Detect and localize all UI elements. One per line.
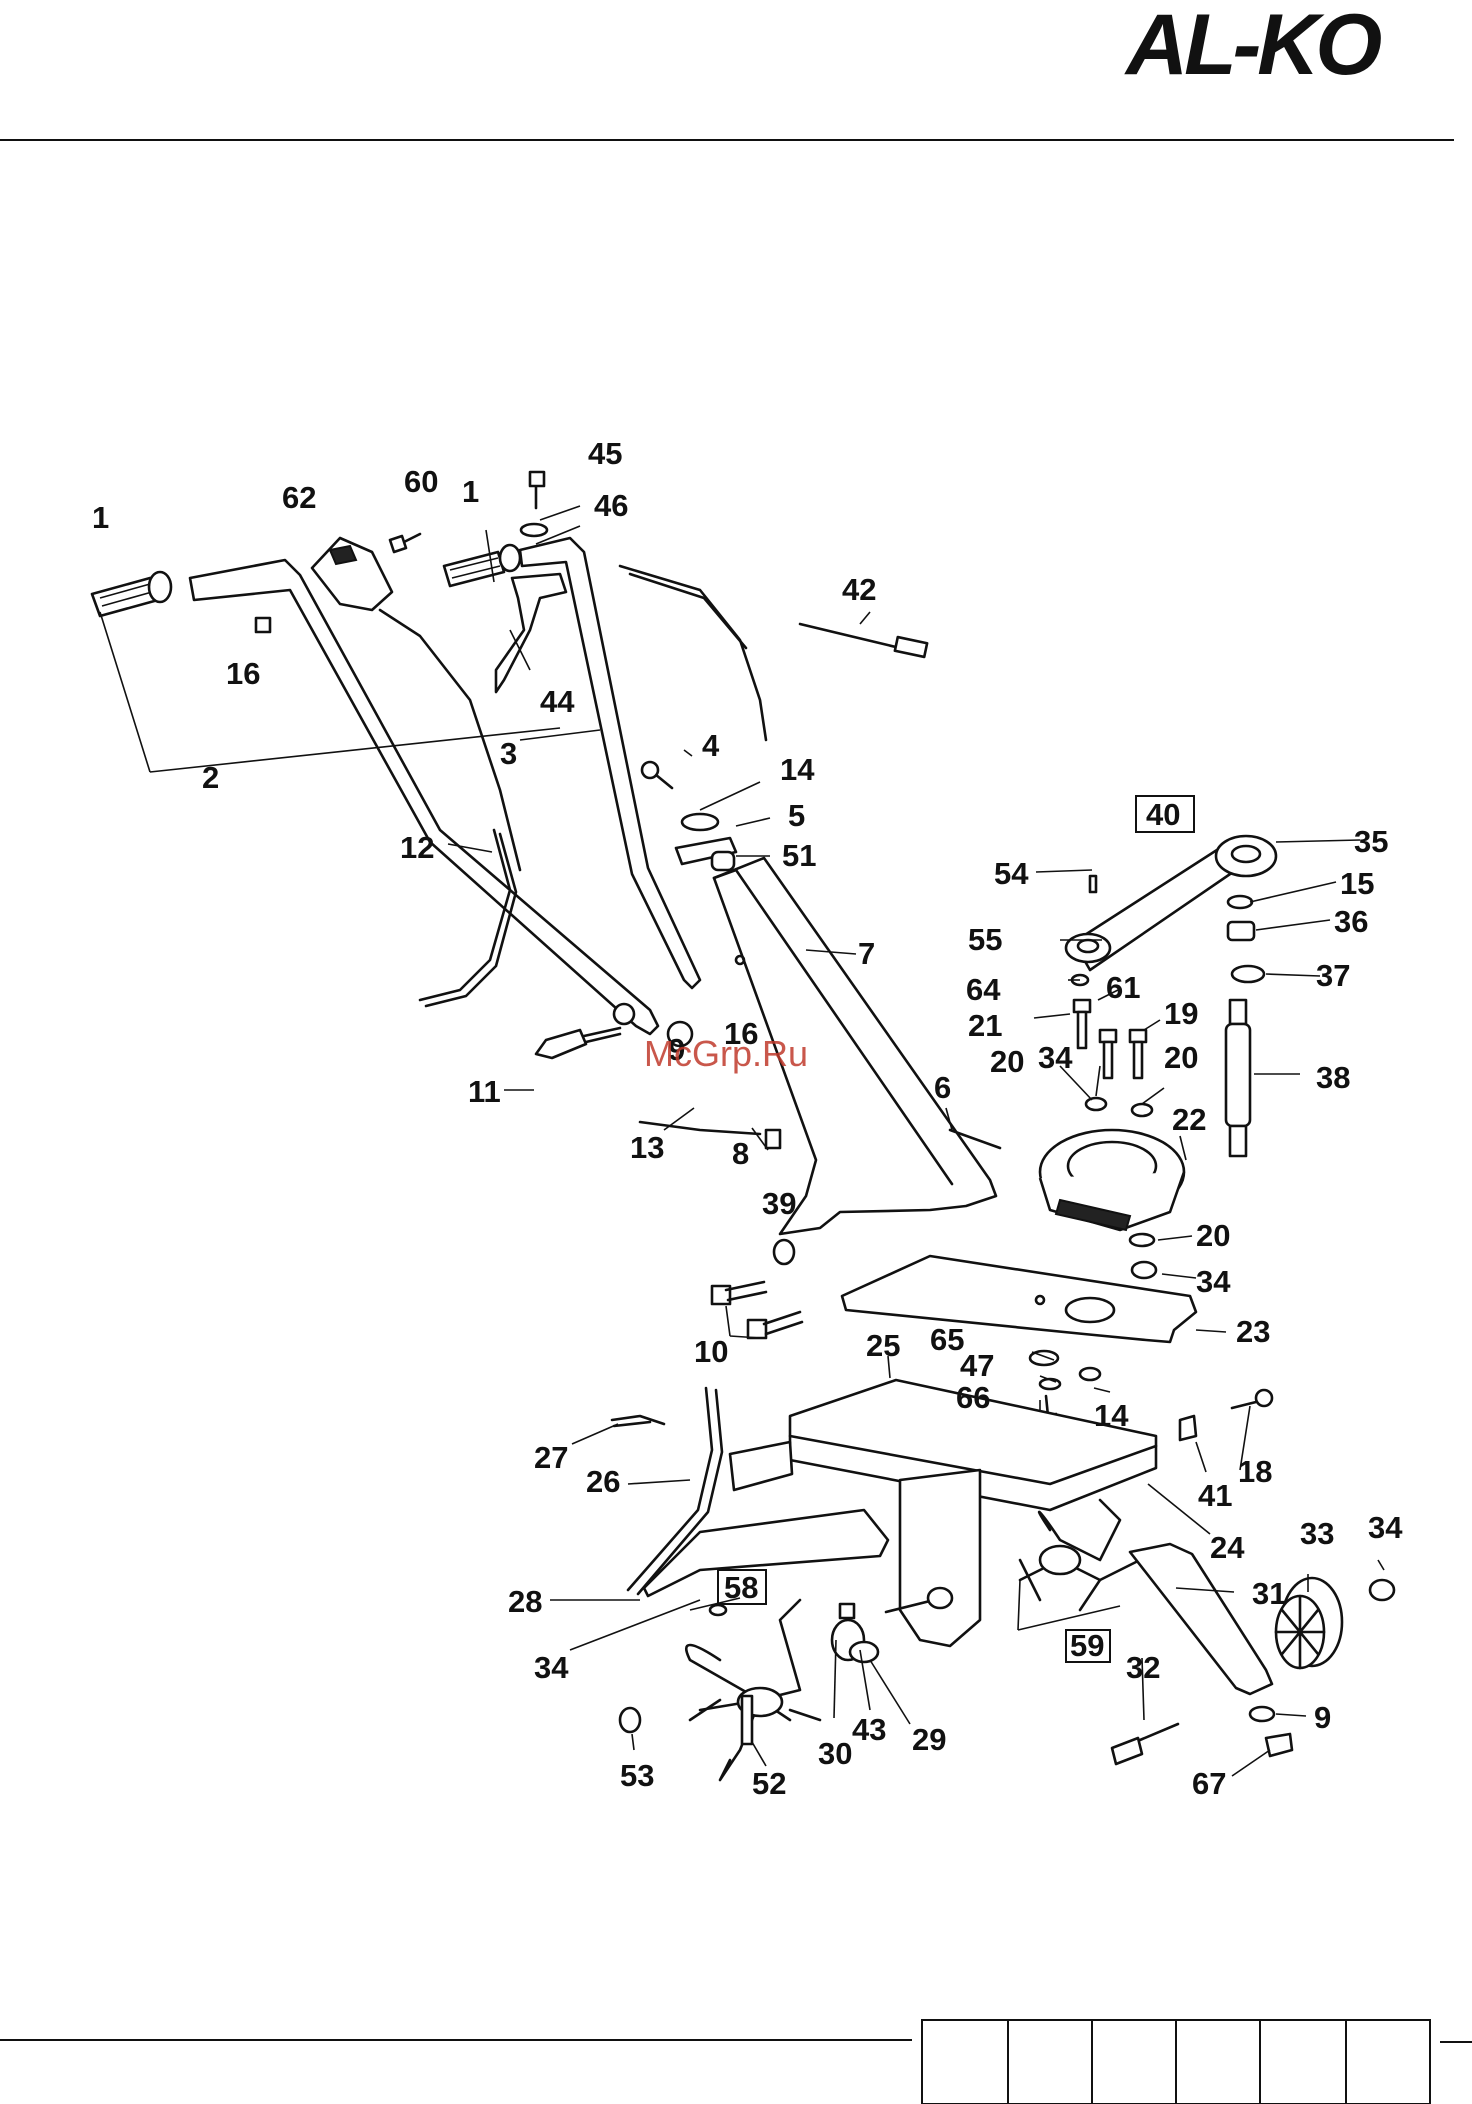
callout: 37	[1316, 958, 1350, 993]
callout: 26	[586, 1464, 620, 1499]
callout: 15	[1340, 866, 1374, 901]
callout: 52	[752, 1766, 786, 1801]
callout: 64	[966, 972, 1001, 1007]
callout: 43	[852, 1712, 886, 1747]
pulley-hardware	[1090, 876, 1264, 982]
callout: 20	[990, 1044, 1024, 1079]
callout: 45	[588, 436, 622, 471]
callout: 35	[1354, 824, 1388, 859]
lower-pulley	[1066, 934, 1110, 962]
callout: 34	[1196, 1264, 1231, 1299]
callout: 25	[866, 1328, 900, 1363]
callout: 62	[282, 480, 316, 515]
callout: 24	[1210, 1530, 1245, 1565]
callout: 8	[732, 1136, 749, 1171]
callout: 28	[508, 1584, 542, 1619]
callout: 18	[1238, 1454, 1272, 1489]
callout: 1	[462, 474, 479, 509]
callout: 20	[1164, 1040, 1198, 1075]
callout: 29	[912, 1722, 946, 1757]
callout: 16	[226, 656, 260, 691]
callout: 12	[400, 830, 434, 865]
callout: 46	[594, 488, 628, 523]
clutch-lever	[496, 574, 566, 692]
cable-tie	[800, 624, 927, 657]
callout: 38	[1316, 1060, 1350, 1095]
callout: 3	[500, 736, 517, 771]
callout: 11	[468, 1074, 501, 1109]
callout: 42	[842, 572, 876, 607]
callout: 54	[994, 856, 1029, 891]
frame-bolts-10	[712, 1282, 802, 1338]
callout: 36	[1334, 904, 1368, 939]
callout: 30	[818, 1736, 852, 1771]
boxed-callout: 58	[724, 1570, 758, 1605]
callout: 6	[934, 1070, 951, 1105]
bolt-18	[1232, 1390, 1272, 1408]
callout: 34	[1038, 1040, 1073, 1075]
callout: 19	[1164, 996, 1198, 1031]
gearbox-housing	[1040, 1130, 1184, 1230]
callout: 13	[630, 1130, 664, 1165]
watermark-text: McGrp.Ru	[644, 1033, 808, 1074]
callout: 67	[1192, 1766, 1226, 1801]
callout: 41	[1198, 1478, 1232, 1513]
callout: 9	[1314, 1700, 1331, 1735]
footer-title-block	[922, 2020, 1430, 2104]
callout: 27	[534, 1440, 568, 1475]
callout: 39	[762, 1186, 796, 1221]
transport-wheel-33	[1276, 1578, 1394, 1668]
callout: 66	[956, 1380, 990, 1415]
callout: 20	[1196, 1218, 1230, 1253]
callout: 34	[1368, 1510, 1403, 1545]
callout: 5	[788, 798, 805, 833]
gearbox-nuts	[1130, 1234, 1156, 1278]
callout: 4	[702, 728, 720, 763]
callout: 22	[1172, 1102, 1206, 1137]
callout: 53	[620, 1758, 654, 1793]
cotter-pin-27	[612, 1416, 664, 1426]
boxed-callout: 59	[1070, 1628, 1104, 1663]
callout: 14	[1094, 1398, 1129, 1433]
callout: 47	[960, 1348, 994, 1383]
callout: 55	[968, 922, 1002, 957]
callout: 60	[404, 464, 438, 499]
callout: 23	[1236, 1314, 1270, 1349]
tine-shaft-housing	[832, 1470, 980, 1662]
tine-assembly-59	[1020, 1500, 1140, 1610]
drive-shaft-38	[1226, 1000, 1250, 1156]
wheel-axle-32	[1112, 1707, 1292, 1764]
washer-39	[774, 1240, 794, 1264]
callout: 14	[780, 752, 815, 787]
brand-logo: AL-KO	[1124, 0, 1381, 93]
handle-grip-left	[92, 572, 171, 616]
callout: 10	[694, 1334, 728, 1369]
callout: 21	[968, 1008, 1002, 1043]
callout: 1	[92, 500, 109, 535]
callout: 61	[1106, 970, 1140, 1005]
callout: 33	[1300, 1516, 1334, 1551]
tine-assembly-58	[686, 1600, 820, 1780]
control-box-throttle	[312, 538, 520, 870]
callout: 34	[534, 1650, 569, 1685]
callout: 32	[1126, 1650, 1160, 1685]
callout: 31	[1252, 1576, 1286, 1611]
clip-nut-41	[1180, 1416, 1196, 1440]
callout: 51	[782, 838, 816, 873]
handle-adjust-knob	[642, 762, 736, 870]
throttle-cable-upper	[620, 566, 766, 740]
handle-grip-right	[444, 545, 520, 586]
callout: 44	[540, 684, 575, 719]
callout: 2	[202, 760, 219, 795]
upper-pulley	[1216, 836, 1276, 876]
hub-cap-53	[620, 1708, 640, 1732]
boxed-callout: 40	[1146, 797, 1180, 832]
callout: 7	[858, 936, 875, 971]
